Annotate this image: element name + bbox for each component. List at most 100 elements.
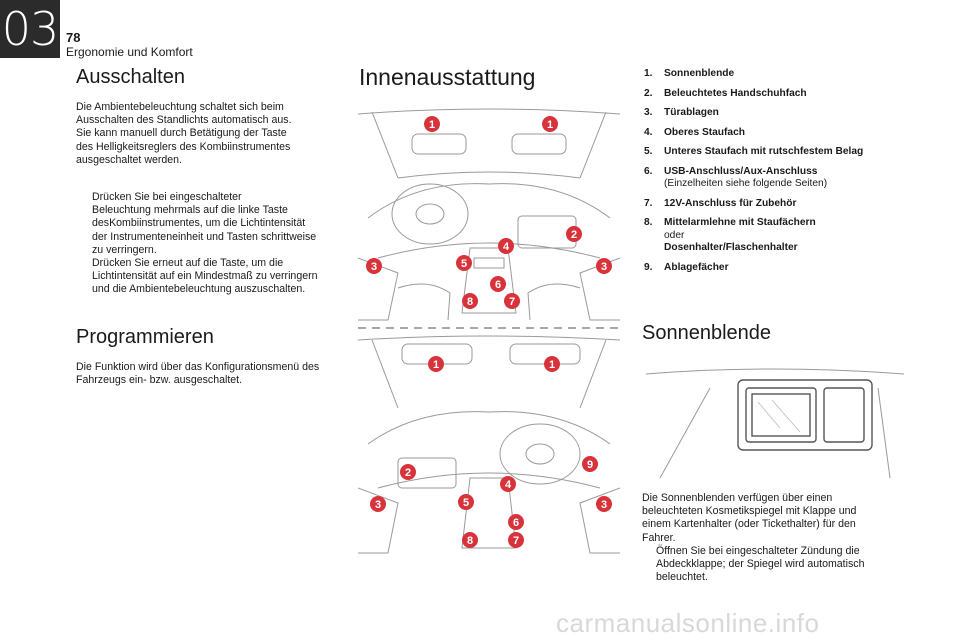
text-line: Fahrzeugs ein- bzw. ausgeschaltet. — [76, 374, 243, 387]
text-line: Lichtintensität auf ein Mindestmaß zu ve… — [92, 270, 318, 283]
text-line: einem Kartenhalter (oder Tickethalter) f… — [642, 518, 856, 531]
left-visor-shape — [411, 133, 467, 155]
svg-text:4: 4 — [503, 241, 510, 253]
bullet-item: Drücken Sie erneut auf die Taste, um die… — [78, 257, 348, 297]
left-seat — [397, 283, 451, 321]
heading-ausschalten: Ausschalten — [76, 66, 185, 88]
callout-7: 7 — [508, 532, 524, 548]
steering-wheel — [391, 183, 469, 245]
mirror-glass — [751, 393, 811, 437]
list-item: 1. Sonnenblende — [644, 68, 914, 81]
dashboard-outline-2 — [367, 411, 611, 445]
text-line: Drücken Sie bei eingeschalteter — [92, 191, 242, 203]
callouts-bottom: 1 1 2 3 3 4 5 6 7 8 9 — [370, 356, 612, 548]
pillar-line-right — [877, 387, 891, 479]
text-line: Die Ambientebeleuchtung schaltet sich be… — [76, 101, 284, 113]
list-sublabel: oder — [664, 229, 685, 241]
interior-illustration: 1 1 2 3 3 4 5 6 7 8 1 1 2 3 3 4 5 6 7 8 … — [358, 108, 620, 554]
svg-text:4: 4 — [505, 479, 512, 491]
svg-text:3: 3 — [375, 499, 381, 511]
heading-programmieren: Programmieren — [76, 326, 214, 348]
list-number: 6. — [644, 165, 653, 177]
callout-6: 6 — [508, 514, 524, 530]
list-number: 7. — [644, 197, 653, 209]
heading-innenausstattung: Innenausstattung — [359, 64, 536, 90]
text-line: ausgeschaltet werden. — [76, 153, 183, 166]
list-item: 4. Oberes Staufach — [644, 127, 914, 140]
svg-text:1: 1 — [547, 119, 553, 131]
callout-8: 8 — [462, 293, 478, 309]
svg-text:9: 9 — [587, 459, 593, 471]
text-line: der Instrumenteneinheit und Tasten schri… — [92, 230, 317, 243]
svg-text:8: 8 — [467, 296, 473, 308]
svg-text:8: 8 — [467, 535, 473, 547]
a-pillar-lines — [371, 111, 607, 179]
text-line: beleuchteten Kosmetikspiegel mit Klappe … — [642, 505, 857, 518]
ausschalten-bullets: Drücken Sie bei eingeschalteter Beleucht… — [78, 191, 348, 297]
callout-8: 8 — [462, 532, 478, 548]
visor-body — [737, 379, 873, 451]
callout-3: 3 — [370, 496, 386, 512]
heading-sonnenblende: Sonnenblende — [642, 322, 772, 344]
text-line: Die Sonnenblenden verfügen über einen — [642, 492, 833, 504]
text-line: Fahrer. — [642, 531, 676, 544]
callout-9: 9 — [582, 456, 598, 472]
equipment-list: 1. Sonnenblende 2. Beleuchtetes Handschu… — [644, 68, 914, 281]
chapter-number-box: 03 — [0, 0, 60, 58]
text-line: Ausschalten des Standlichts automatisch … — [76, 114, 292, 127]
windshield-top-line — [358, 108, 620, 115]
bullet-arrow-icon — [78, 257, 92, 297]
svg-text:2: 2 — [571, 229, 577, 241]
list-label: 12V-Anschluss für Zubehör — [664, 197, 797, 209]
callout-3: 3 — [596, 496, 612, 512]
a-pillar-lines-2 — [371, 339, 607, 409]
callout-1: 1 — [544, 356, 560, 372]
list-label: Ablagefächer — [664, 261, 729, 273]
svg-text:3: 3 — [601, 261, 607, 273]
section-title: Ergonomie und Komfort — [66, 45, 193, 59]
callout-4: 4 — [498, 238, 514, 254]
callout-2: 2 — [400, 464, 416, 480]
svg-text:2: 2 — [405, 467, 411, 479]
callout-5: 5 — [456, 255, 472, 271]
bullet-arrow-icon — [78, 191, 92, 257]
right-visor-shape — [511, 133, 567, 155]
programmieren-paragraph: Die Funktion wird über das Konfiguration… — [76, 361, 346, 387]
sonnenblende-paragraph: Die Sonnenblenden verfügen über einen be… — [642, 492, 912, 584]
list-label: Beleuchtetes Handschuhfach — [664, 87, 807, 99]
svg-text:3: 3 — [371, 261, 377, 273]
svg-text:7: 7 — [509, 296, 515, 308]
page-number: 78 — [66, 30, 81, 45]
windshield-bottom-line — [397, 171, 581, 179]
ausschalten-paragraph: Die Ambientebeleuchtung schaltet sich be… — [76, 101, 346, 167]
text-line: desKombiinstrumentes, um die Lichtintens… — [92, 217, 306, 230]
svg-text:1: 1 — [429, 119, 435, 131]
callout-4: 4 — [500, 476, 516, 492]
list-label: Türablagen — [664, 107, 719, 118]
callouts-top: 1 1 2 3 3 4 5 6 7 8 — [366, 116, 612, 309]
steering-hub-2 — [525, 443, 555, 465]
text-line: Öffnen Sie bei eingeschalteter Zündung d… — [656, 544, 860, 557]
dashboard-lower — [377, 242, 601, 259]
list-number: 5. — [644, 146, 653, 157]
svg-text:5: 5 — [463, 497, 469, 509]
callout-7: 7 — [504, 293, 520, 309]
svg-text:3: 3 — [601, 499, 607, 511]
svg-text:5: 5 — [461, 258, 467, 270]
pillar-line — [659, 387, 711, 479]
text-line: und die Ambientebeleuchtung auszuschalte… — [92, 283, 306, 296]
list-sublabel: (Einzelheiten siehe folgende Seiten) — [664, 178, 828, 189]
list-item: 3. Türablagen — [644, 107, 914, 120]
list-label: Oberes Staufach — [664, 126, 745, 138]
list-label: USB-Anschluss/Aux-Anschluss — [664, 165, 818, 177]
callout-1: 1 — [424, 116, 440, 132]
callout-1: 1 — [428, 356, 444, 372]
text-line: Drücken Sie erneut auf die Taste, um die — [92, 257, 284, 270]
watermark: carmanualsonline.info — [556, 608, 820, 638]
text-line: Abdeckklappe; der Spiegel wird automatis… — [656, 558, 865, 571]
callout-5: 5 — [458, 494, 474, 510]
text-line: beleuchtet. — [656, 571, 708, 584]
list-label: Sonnenblende — [664, 68, 735, 79]
svg-text:6: 6 — [513, 517, 519, 529]
list-label: Dosenhalter/Flaschenhalter — [664, 242, 798, 253]
